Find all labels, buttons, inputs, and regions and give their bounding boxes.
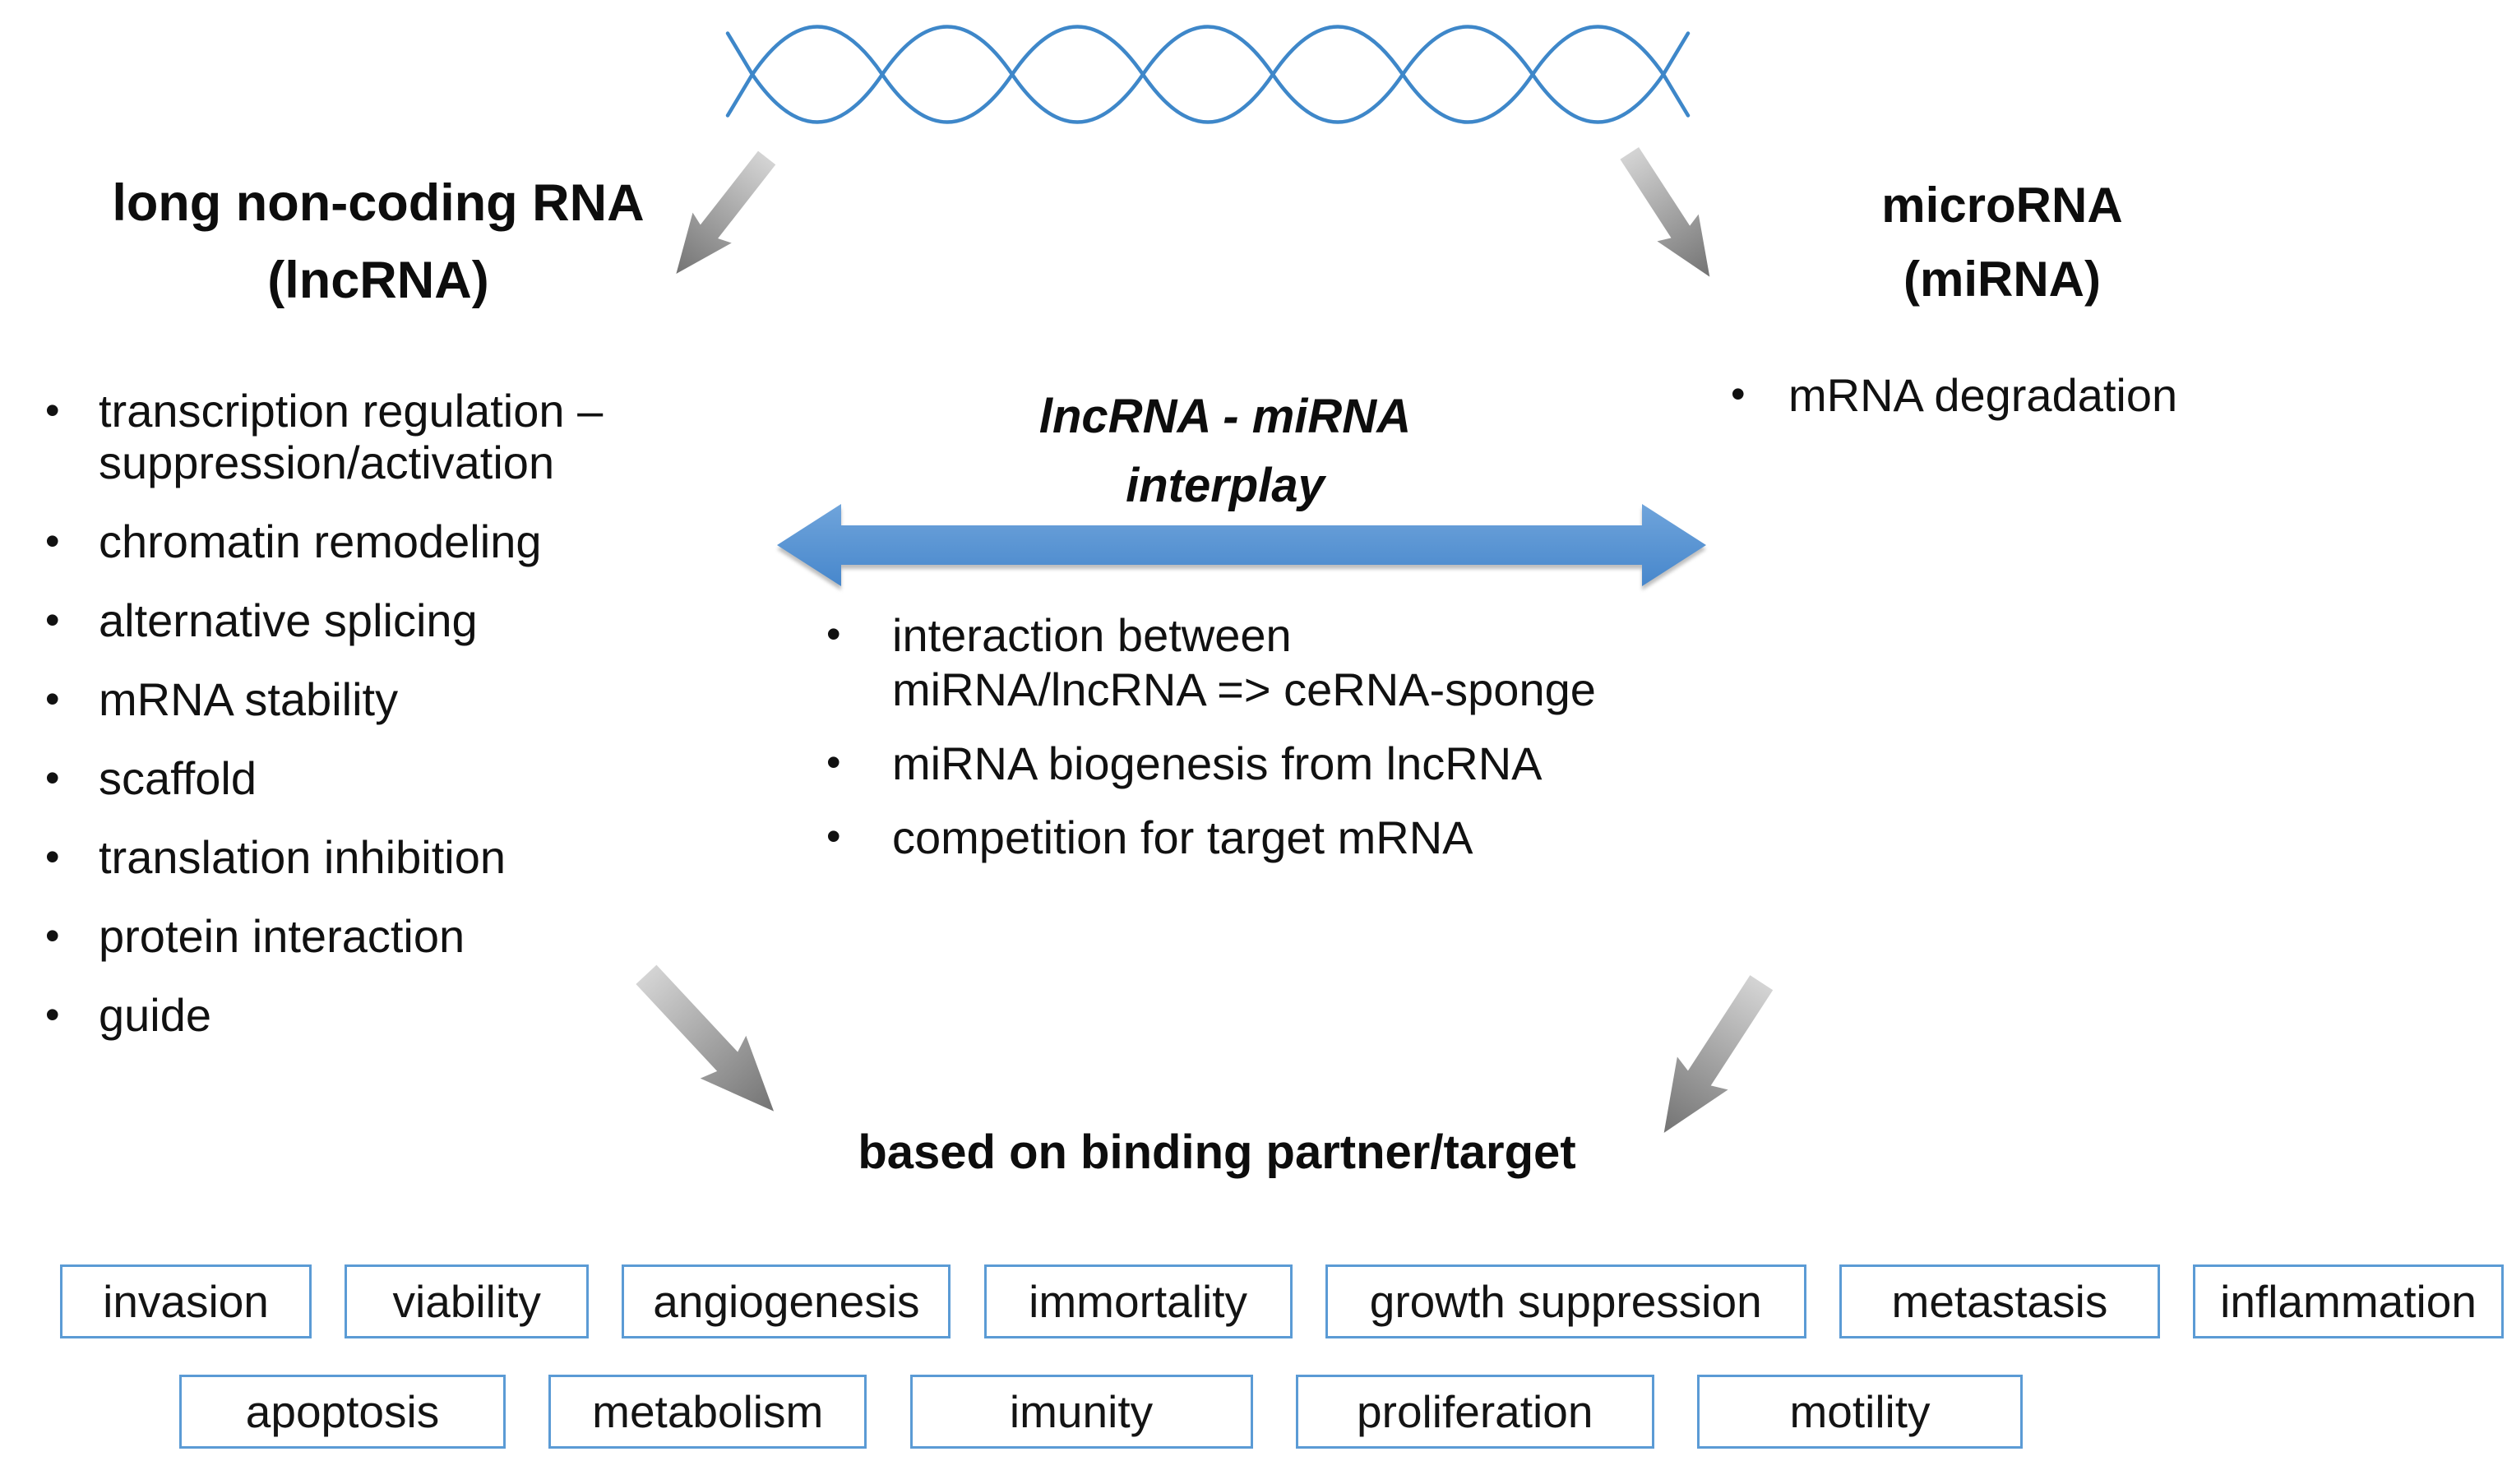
target-box-label: invasion xyxy=(103,1276,269,1327)
target-box: angiogenesis xyxy=(622,1264,951,1338)
list-item: • scaffold xyxy=(45,752,752,804)
list-item: • miRNA biogenesis from lncRNA xyxy=(826,737,1714,791)
list-item-text: mRNA stability xyxy=(99,673,399,725)
target-box-label: immortality xyxy=(1029,1276,1247,1327)
target-box: growth suppression xyxy=(1325,1264,1806,1338)
list-item-text: guide xyxy=(99,989,212,1041)
interplay-title-line1: lncRNA - miRNA xyxy=(1038,390,1412,443)
mirna-title-line2: (miRNA) xyxy=(1903,252,2101,307)
lncrna-title: long non-coding RNA (lncRNA) xyxy=(58,164,699,319)
list-item-text: transcription regulation – suppression/a… xyxy=(99,385,604,488)
target-box-label: imunity xyxy=(1009,1386,1154,1437)
list-item: • chromatin remodeling xyxy=(45,515,752,567)
double-headed-arrow-icon xyxy=(777,504,1706,586)
target-box-row-2: apoptosis metabolism imunity proliferati… xyxy=(179,1375,2023,1449)
arrow-down-right-icon xyxy=(636,964,775,1112)
arrow-down-right-icon xyxy=(1620,147,1710,277)
arrow-down-left-icon xyxy=(676,150,776,275)
target-box-label: growth suppression xyxy=(1369,1276,1762,1327)
interplay-list: • interaction between miRNA/lncRNA => ce… xyxy=(826,608,1714,885)
bottom-caption: based on binding partner/target xyxy=(858,1126,1576,1179)
list-item-text: alternative splicing xyxy=(99,594,478,646)
list-item: • protein interaction xyxy=(45,910,752,962)
target-box-label: metastasis xyxy=(1891,1276,2108,1327)
bullet-icon: • xyxy=(45,913,60,959)
lncrna-title-line1: long non-coding RNA xyxy=(112,174,645,232)
list-item: • transcription regulation – suppression… xyxy=(45,385,752,488)
list-item-text: chromatin remodeling xyxy=(99,515,542,567)
target-box-row-1: invasion viability angiogenesis immortal… xyxy=(60,1264,2504,1338)
list-item: • mRNA degradation xyxy=(1731,368,2421,423)
lncrna-function-list: • transcription regulation – suppression… xyxy=(45,385,752,1068)
list-item: • translation inhibition xyxy=(45,831,752,883)
target-box-label: angiogenesis xyxy=(653,1276,920,1327)
bullet-icon: • xyxy=(1731,371,1746,417)
list-item-text: interaction between miRNA/lncRNA => ceRN… xyxy=(892,609,1596,715)
target-box-label: inflammation xyxy=(2220,1276,2477,1327)
target-box-label: motility xyxy=(1789,1386,1931,1437)
target-box: immortality xyxy=(983,1264,1293,1338)
list-item-text: mRNA degradation xyxy=(1788,369,2178,421)
target-box: apoptosis xyxy=(179,1375,506,1449)
bullet-icon: • xyxy=(826,739,841,785)
interplay-title-line2: interplay xyxy=(1126,459,1325,512)
target-box: viability xyxy=(345,1264,590,1338)
list-item: • competition for target mRNA xyxy=(826,811,1714,865)
bullet-icon: • xyxy=(45,597,60,643)
target-box-label: proliferation xyxy=(1357,1386,1593,1437)
bullet-icon: • xyxy=(45,992,60,1038)
target-box: metastasis xyxy=(1839,1264,2160,1338)
bullet-icon: • xyxy=(45,834,60,880)
target-box-label: apoptosis xyxy=(245,1386,440,1437)
bullet-icon: • xyxy=(826,611,841,657)
target-box: imunity xyxy=(909,1375,1253,1449)
list-item: • guide xyxy=(45,989,752,1041)
list-item-text: competition for target mRNA xyxy=(892,811,1473,863)
list-item-text: miRNA biogenesis from lncRNA xyxy=(892,737,1543,789)
list-item-text: protein interaction xyxy=(99,910,465,962)
target-box-label: metabolism xyxy=(592,1386,824,1437)
target-box: invasion xyxy=(60,1264,312,1338)
bullet-icon: • xyxy=(45,676,60,722)
mirna-function-list: • mRNA degradation xyxy=(1731,368,2421,423)
bullet-icon: • xyxy=(826,813,841,859)
target-box: metabolism xyxy=(548,1375,867,1449)
target-box-label: viability xyxy=(392,1276,541,1327)
dna-helix-icon xyxy=(725,25,1691,124)
target-box: proliferation xyxy=(1295,1375,1654,1449)
list-item: • mRNA stability xyxy=(45,673,752,725)
lncrna-title-line2: (lncRNA) xyxy=(267,252,489,309)
bullet-icon: • xyxy=(45,387,60,433)
list-item: • alternative splicing xyxy=(45,594,752,646)
list-item: • interaction between miRNA/lncRNA => ce… xyxy=(826,608,1714,717)
mirna-title: microRNA (miRNA) xyxy=(1739,169,2265,317)
bullet-icon: • xyxy=(45,755,60,801)
target-box: inflammation xyxy=(2193,1264,2504,1338)
arrow-down-left-icon xyxy=(1663,975,1774,1133)
list-item-text: translation inhibition xyxy=(99,831,506,883)
bullet-icon: • xyxy=(45,518,60,564)
list-item-text: scaffold xyxy=(99,752,257,804)
interplay-title: lncRNA - miRNA interplay xyxy=(929,382,1521,520)
target-box: motility xyxy=(1697,1375,2023,1449)
mirna-title-line1: microRNA xyxy=(1881,178,2123,233)
